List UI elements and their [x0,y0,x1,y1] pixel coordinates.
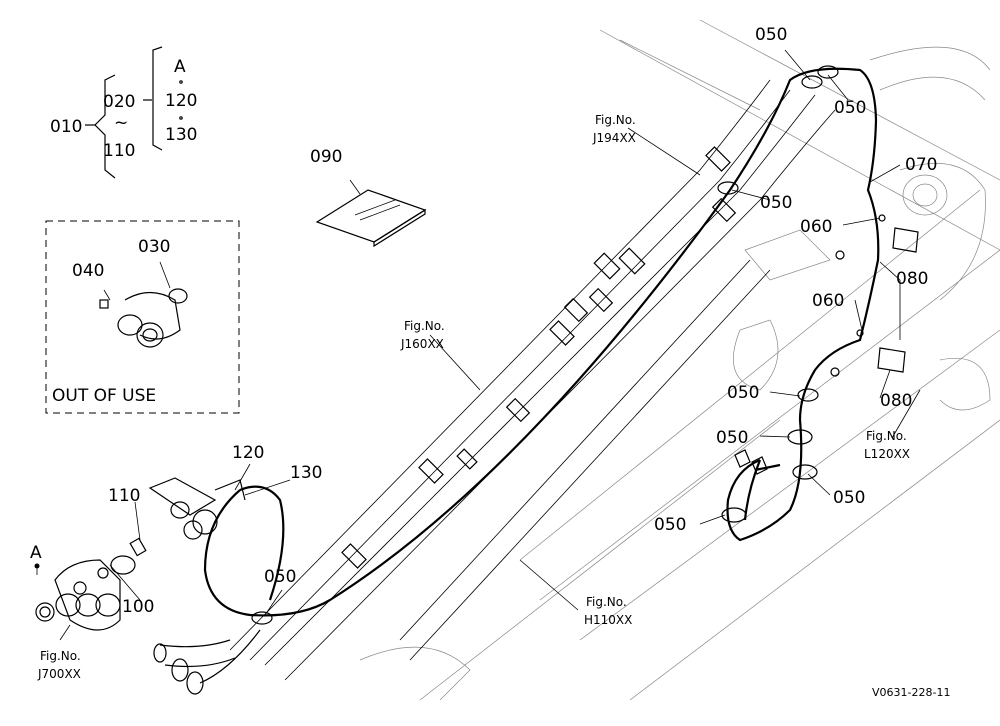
figref-l120: Fig.No. L120XX [864,429,910,461]
callout-070: 070 [905,155,937,175]
drawing-code: V0631-228-11 [872,686,950,699]
svg-text:H110XX: H110XX [584,613,632,627]
part-010: 010 [50,117,82,137]
socket-assembly [35,559,121,631]
callout-050-r2: 050 [716,428,748,448]
alt-120: 120 [165,91,197,111]
svg-text:Fig.No.: Fig.No. [586,595,627,609]
out-of-use-box [45,220,240,414]
out-of-use-title: OUT OF USE [52,386,156,406]
svg-text:Fig.No.: Fig.No. [40,649,81,663]
callout-050-bottom: 050 [264,567,296,587]
callout-080-b: 080 [880,391,912,411]
brackets-080 [830,214,919,377]
bottom-pipe-fittings [153,629,261,695]
part-030: 030 [138,237,170,257]
figref-h110: Fig.No. H110XX [584,595,632,627]
callout-050-top2: 050 [834,98,866,118]
callout-100: 100 [122,597,154,617]
callout-a: A [30,543,42,563]
callout-060-b: 060 [812,291,844,311]
svg-text:Fig.No.: Fig.No. [866,429,907,443]
alt-130: 130 [165,125,197,145]
alt-a: A [174,57,186,77]
callout-050-top: 050 [755,25,787,45]
callout-120: 120 [232,443,264,463]
callout-050-r4: 050 [654,515,686,535]
boom-outline [359,19,1000,701]
callout-060-a: 060 [800,217,832,237]
callout-080-a: 080 [896,269,928,289]
connector-assembly [110,477,246,575]
part-040: 040 [72,261,104,281]
figref-j160: Fig.No. J160XX [400,319,445,351]
svg-text:Fig.No.: Fig.No. [404,319,445,333]
svg-text:J700XX: J700XX [37,667,81,681]
callout-130: 130 [290,463,322,483]
callout-110: 110 [108,486,140,506]
svg-text:J194XX: J194XX [592,131,636,145]
part-020: 020 [103,92,135,112]
booklet-090 [315,179,427,248]
callout-050-r3: 050 [833,488,865,508]
figref-j700: Fig.No. J700XX [37,649,81,681]
hierarchy-brackets [85,46,183,179]
svg-text:Fig.No.: Fig.No. [595,113,636,127]
out-of-use-parts [99,261,188,348]
part-110: 110 [103,141,135,161]
hydraulic-pipes [229,79,836,681]
svg-text:L120XX: L120XX [864,447,910,461]
wire-harness [203,67,880,617]
tilde: ~ [114,113,128,133]
figref-j194: Fig.No. J194XX [592,113,636,145]
callout-a-dot [34,563,40,569]
callout-050-mid: 050 [760,193,792,213]
part-090: 090 [310,147,342,167]
leader-lines [36,49,921,641]
svg-text:J160XX: J160XX [400,337,444,351]
callout-050-r1: 050 [727,383,759,403]
